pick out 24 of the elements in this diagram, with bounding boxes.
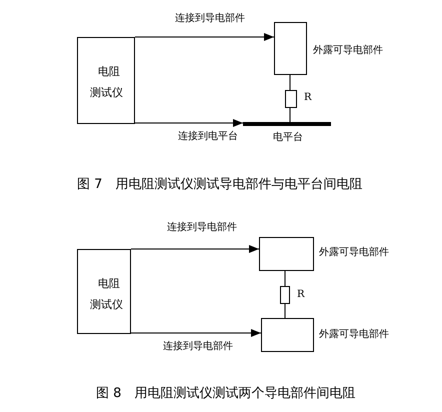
part-label: 外露可导电部件 (319, 329, 389, 341)
part-label: 外露可导电部件 (313, 45, 383, 57)
arrow (130, 329, 262, 337)
figure-caption: 图 7 用电阻测试仪测试导电部件与电平台间电阻 (77, 177, 362, 193)
meter-label: 电阻 (98, 278, 120, 290)
arrow (134, 33, 274, 41)
edge-label: 连接到导电部件 (163, 341, 233, 353)
meter-label: 电阻 (98, 66, 120, 78)
arrow (130, 245, 260, 253)
meter-box (77, 37, 135, 124)
part-label: R (297, 289, 305, 301)
edge-label: 连接到导电部件 (167, 222, 237, 234)
arrow (134, 119, 244, 127)
edge-label: 连接到导电部件 (175, 13, 245, 25)
meter-label: 测试仪 (90, 299, 123, 311)
part-label: 外露可导电部件 (319, 247, 389, 259)
part-label: R (304, 92, 312, 104)
wire (284, 304, 286, 318)
part-label: 电平台 (273, 132, 303, 144)
meter-box (77, 249, 131, 334)
figure-caption: 图 8 用电阻测试仪测试两个导电部件间电阻 (96, 386, 356, 402)
wire (284, 270, 286, 286)
meter-label: 测试仪 (90, 87, 123, 99)
edge-label: 连接到电平台 (178, 131, 238, 143)
